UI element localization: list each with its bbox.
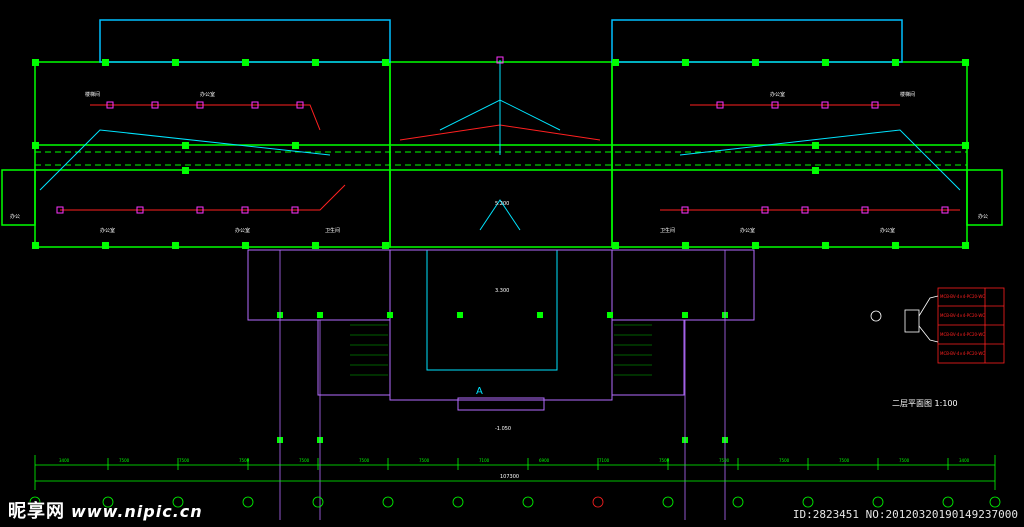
- dimension-value: 7500: [659, 458, 670, 463]
- label-small-1: 办公: [10, 213, 20, 220]
- dimension-value: 7500: [719, 458, 730, 463]
- corridor-lines: [35, 151, 967, 166]
- wiring-red: [60, 104, 960, 211]
- device-markers: [56, 56, 949, 214]
- sheet-title: 二层平面图 1:100: [892, 399, 958, 408]
- building-walls: [1, 19, 1003, 248]
- dim-values: 3400 7500 7500 7500 7500 7500 7500 7100 6900 7100…: [59, 458, 970, 463]
- plan-labels: 5.200 3.300 -1.050 办公室 办公室 办公室 办公室 办公室 办…: [10, 91, 988, 480]
- dimension-value: 7500: [299, 458, 310, 463]
- dimension-lines: [34, 455, 996, 490]
- label-elevation-top: 5.200: [495, 201, 509, 207]
- legend-row-3: MCB-BV-4×4-PC20-WC: [940, 332, 985, 337]
- wiring-cyan: [39, 60, 961, 231]
- dimension-value: 3400: [59, 458, 70, 463]
- label-small-2: 办公: [978, 213, 988, 220]
- dimension-value: 6900: [539, 458, 550, 463]
- legend-text: MCB-BV-4×4-PC20-WC MCB-BV-4×4-PC20-WC MC…: [940, 294, 985, 356]
- label-elevation-bottom: -1.050: [495, 426, 511, 432]
- section-mark: A: [476, 386, 483, 397]
- watermark-brand: 昵享网: [8, 501, 65, 522]
- dimension-value: 7500: [779, 458, 790, 463]
- label-toilet-1: 卫生间: [325, 227, 340, 234]
- dimension-value: 3400: [959, 458, 970, 463]
- label-office-5: 办公室: [740, 227, 755, 234]
- dimension-value: 7500: [419, 458, 430, 463]
- label-elevation-court: 3.300: [495, 288, 509, 294]
- legend-row-1: MCB-BV-4×4-PC20-WC: [940, 294, 985, 299]
- dimension-value: 7500: [899, 458, 910, 463]
- label-office-1: 办公室: [200, 91, 215, 98]
- axis-lines: [279, 250, 726, 520]
- legend-row-4: MCB-BV-4×4-PC20-WC: [940, 351, 985, 356]
- dimension-value: 7500: [119, 458, 130, 463]
- watermark-id: ID:2823451 NO:20120320190149237000: [792, 508, 1018, 521]
- dimension-value: 7500: [839, 458, 850, 463]
- stair-hatch: [350, 324, 652, 376]
- courtyard: [247, 249, 755, 411]
- dimension-value: 7500: [179, 458, 190, 463]
- label-stair-2: 楼梯间: [900, 91, 915, 98]
- label-stair-1: 楼梯间: [85, 91, 100, 98]
- label-office-2: 办公室: [770, 91, 785, 98]
- dimension-value: 7100: [479, 458, 490, 463]
- label-office-6: 办公室: [880, 227, 895, 234]
- watermark-url: www.nipic.cn: [71, 502, 203, 521]
- axis-bubbles: [29, 496, 1001, 508]
- label-office-4: 办公室: [235, 227, 250, 234]
- dimension-value: 7500: [239, 458, 250, 463]
- legend-box: [870, 287, 1005, 364]
- watermark-logo: 昵享网 www.nipic.cn: [8, 497, 203, 523]
- legend-row-2: MCB-BV-4×4-PC20-WC: [940, 313, 985, 318]
- label-dim-total: 107300: [500, 474, 519, 480]
- label-office-3: 办公室: [100, 227, 115, 234]
- dimension-value: 7100: [599, 458, 610, 463]
- dimension-value: 7500: [359, 458, 370, 463]
- label-toilet-2: 卫生间: [660, 227, 675, 234]
